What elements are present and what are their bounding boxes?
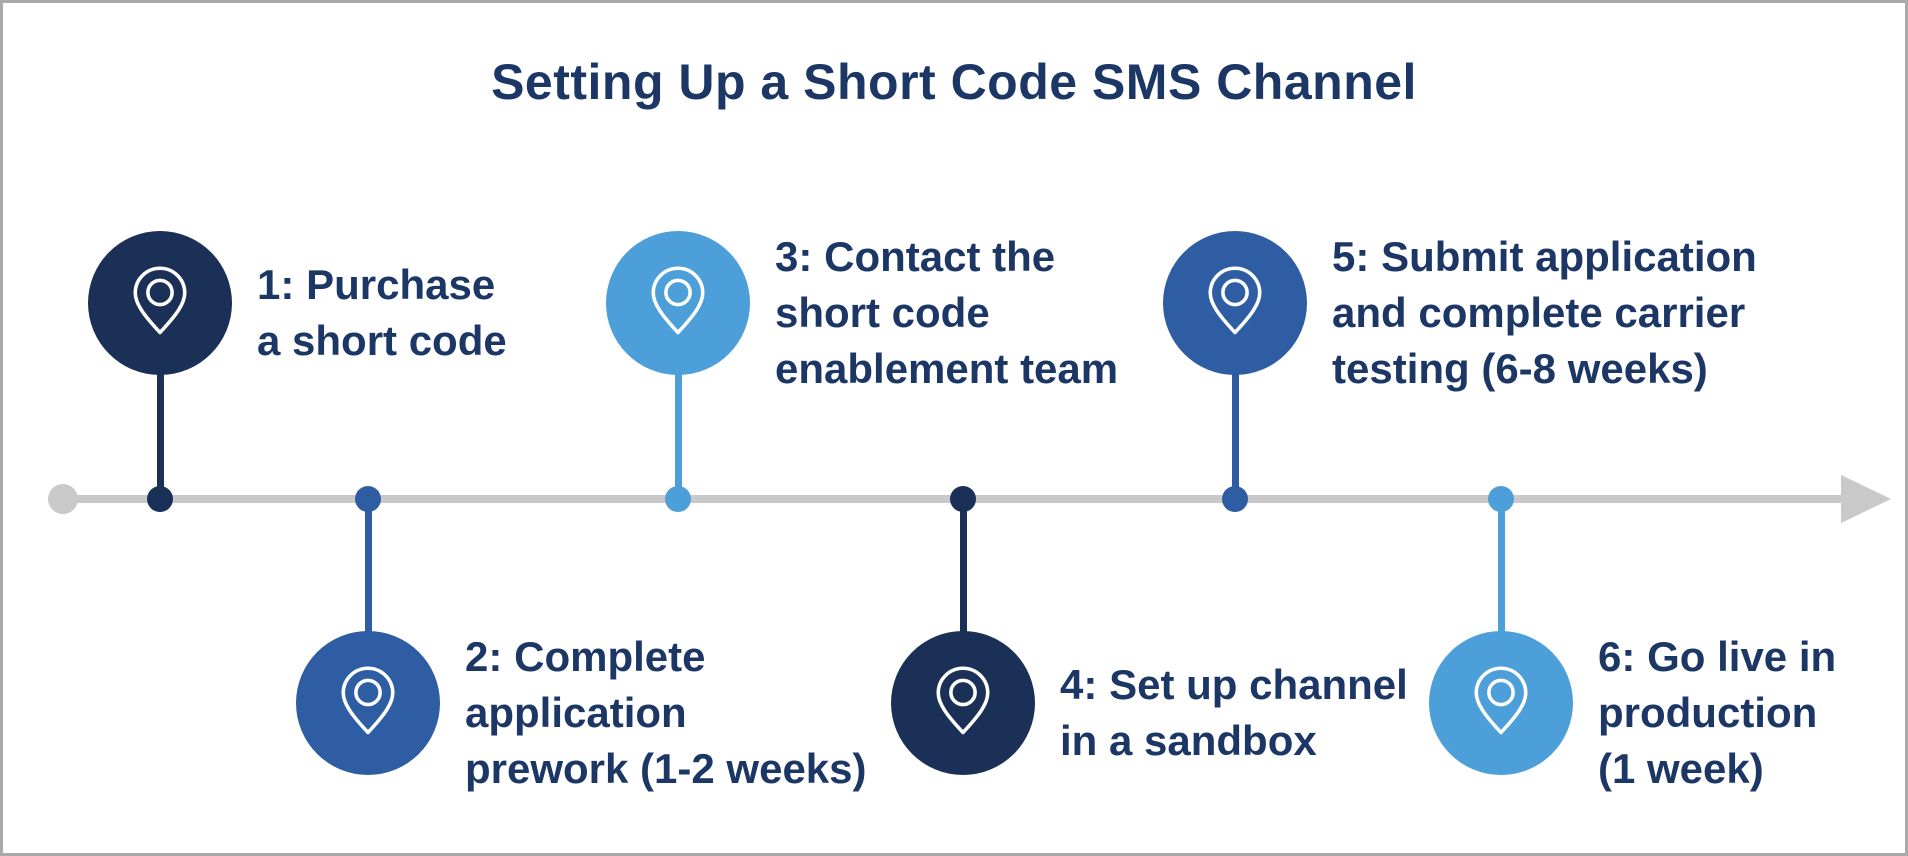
step-text: Submit application (1381, 233, 1757, 280)
step-text-line: in a sandbox (1060, 717, 1317, 764)
page-title: Setting Up a Short Code SMS Channel (491, 54, 1417, 110)
step-text: Contact the (824, 233, 1056, 280)
step-text-line: 6:Go live in (1598, 629, 1836, 685)
step-text: Purchase (306, 261, 496, 308)
timeline-node-dot (355, 486, 381, 512)
step-text: Complete (514, 633, 706, 680)
map-pin-icon (936, 666, 990, 735)
step-text-line: short code (775, 289, 990, 336)
step-number: 1: (257, 261, 295, 308)
step-text-line: (1 week) (1598, 745, 1764, 792)
step-marker-circle (296, 631, 440, 775)
timeline-node-dot (665, 486, 691, 512)
step-text-line: and complete carrier (1332, 289, 1746, 336)
step-text-line: 2:Complete (465, 629, 867, 685)
timeline-node-dot (147, 486, 173, 512)
step-text-line: 5:Submit application (1332, 229, 1757, 285)
step-text-line: production (1598, 689, 1818, 736)
step-label: 2:Complete application prework (1-2 week… (465, 629, 867, 797)
map-pin-icon (341, 666, 395, 735)
step-marker-circle (606, 231, 750, 375)
step-number: 3: (775, 233, 813, 280)
step-connector (674, 373, 682, 499)
map-pin-icon (133, 266, 187, 335)
timeline-node-dot (1222, 486, 1248, 512)
timeline-arrow-icon (1841, 475, 1891, 523)
step-text-line: prework (1-2 weeks) (465, 745, 867, 792)
step-number: 6: (1598, 633, 1636, 680)
step-text-line: a short code (257, 317, 507, 364)
step-connector (1497, 499, 1505, 633)
step-marker-circle (1429, 631, 1573, 775)
map-pin-icon (651, 266, 705, 335)
step-connector (959, 499, 967, 633)
step-connector (364, 499, 372, 633)
step-label: 6:Go live in production (1 week) (1598, 629, 1836, 797)
step-text: Set up channel (1109, 661, 1408, 708)
step-label: 3:Contact the short code enablement team (775, 229, 1118, 397)
step-number: 2: (465, 633, 503, 680)
step-text-line: 3:Contact the (775, 229, 1118, 285)
timeline-node-dot (950, 486, 976, 512)
step-connector (1231, 373, 1239, 499)
step-marker-circle (1163, 231, 1307, 375)
step-connector (156, 373, 164, 499)
step-number: 5: (1332, 233, 1370, 280)
step-marker-circle (891, 631, 1035, 775)
timeline-node-dot (1488, 486, 1514, 512)
step-text: Go live in (1647, 633, 1837, 680)
step-label: 5:Submit application and complete carrie… (1332, 229, 1757, 397)
step-text-line: application (465, 689, 687, 736)
step-label: 1:Purchase a short code (257, 257, 507, 369)
step-number: 4: (1060, 661, 1098, 708)
map-pin-icon (1474, 666, 1528, 735)
step-text-line: enablement team (775, 345, 1119, 392)
step-text-line: testing (6-8 weeks) (1332, 345, 1708, 392)
map-pin-icon (1208, 266, 1262, 335)
step-text-line: 4:Set up channel (1060, 657, 1408, 713)
step-text-line: 1:Purchase (257, 257, 507, 313)
step-marker-circle (88, 231, 232, 375)
step-label: 4:Set up channel in a sandbox (1060, 657, 1408, 769)
